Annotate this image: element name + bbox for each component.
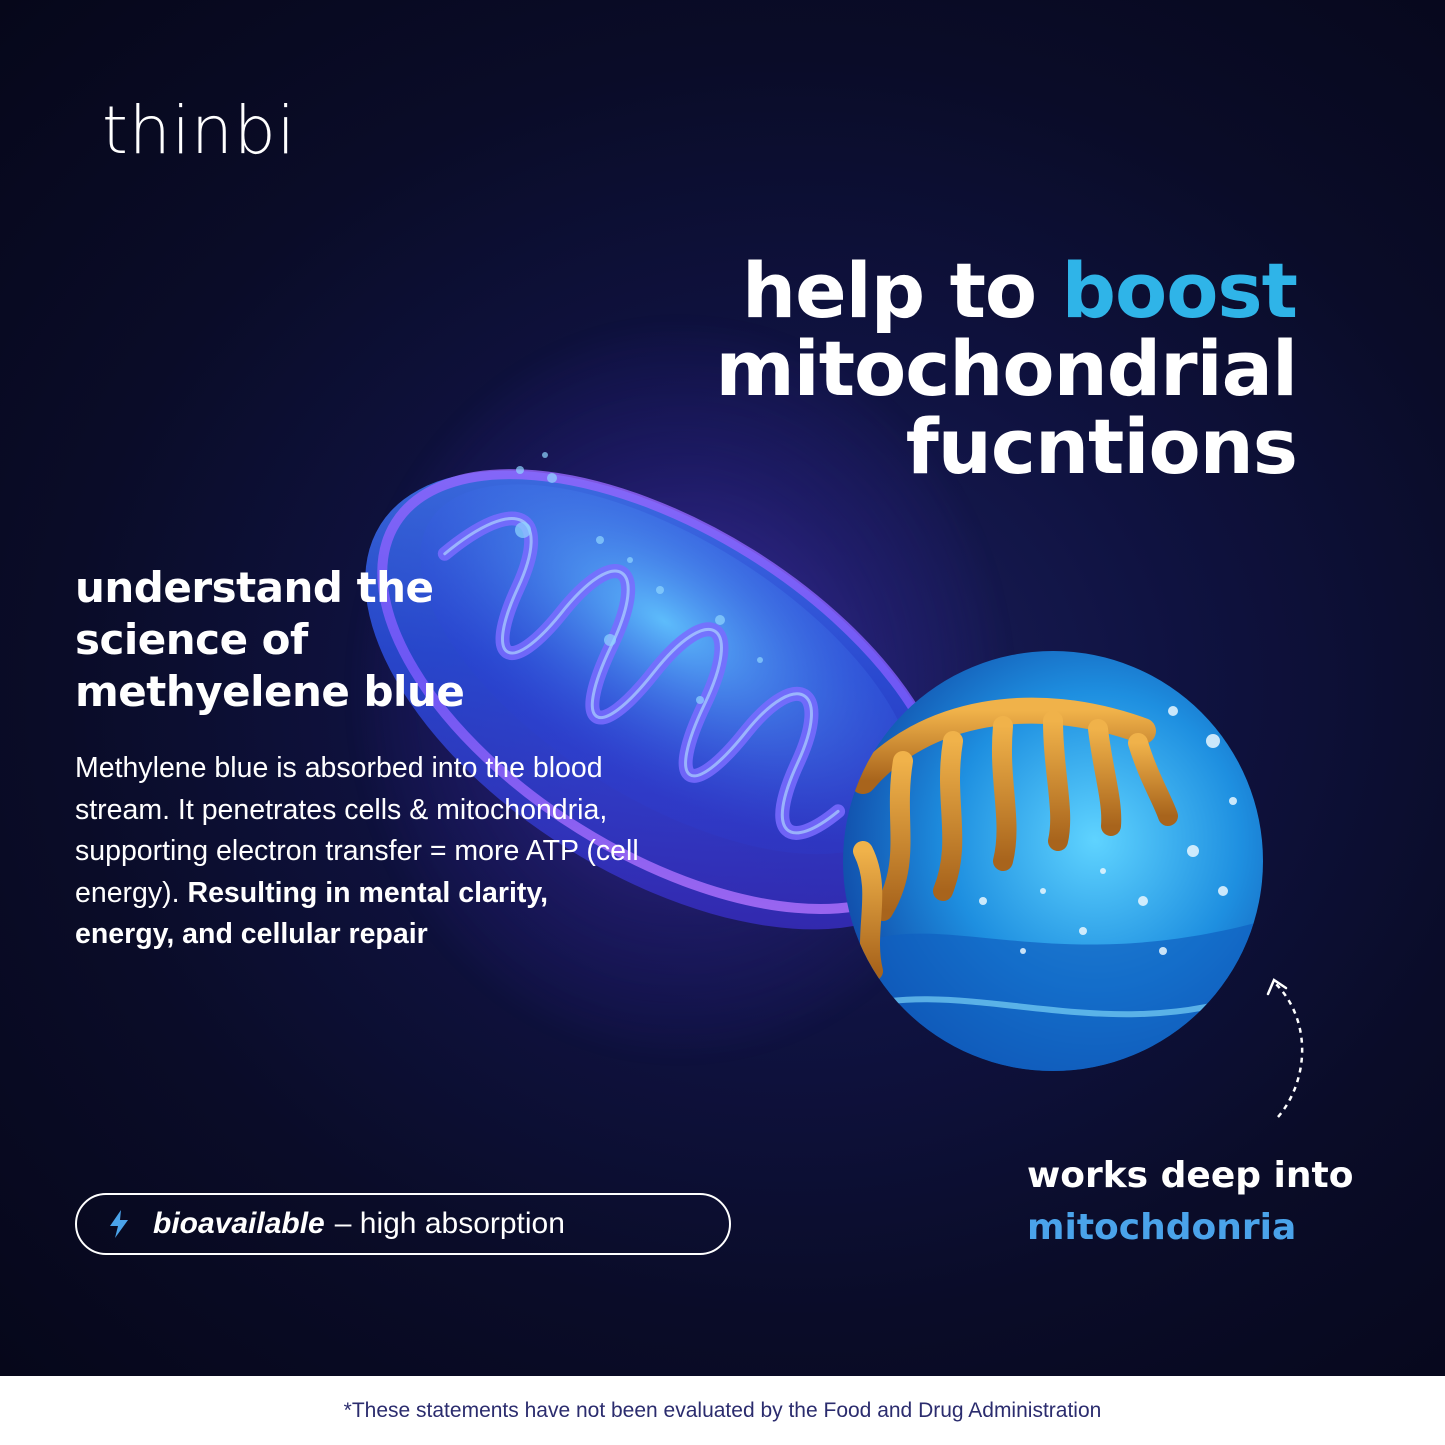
callout-line-1: works deep into — [1027, 1155, 1354, 1196]
subhead-line-2: science of — [75, 615, 308, 664]
headline-prefix: help to — [742, 246, 1062, 335]
callout-text: works deep into mitochdonria — [1027, 1150, 1353, 1254]
hero-panel: thinbi help to boost mitochondrial fucnt… — [0, 0, 1445, 1376]
lightning-icon — [110, 1210, 128, 1238]
mitochondria-closeup-image — [843, 651, 1263, 1071]
subhead-line-1: understand the — [75, 563, 434, 612]
body-text: Methylene blue is absorbed into the bloo… — [75, 752, 639, 909]
disclaimer-footer: *These statements have not been evaluate… — [0, 1376, 1445, 1445]
bioavailable-pill: bioavailable – high absorption — [75, 1193, 731, 1255]
headline-accent: boost — [1061, 246, 1298, 335]
brand-logo: thinbi — [102, 92, 297, 169]
section-heading: understand the science of methyelene blu… — [75, 562, 535, 718]
headline-line-1: help to boost — [597, 252, 1298, 330]
headline-line-3: fucntions — [905, 402, 1298, 491]
body-bold-text: Resulting in mental clarity, energy, and… — [75, 876, 549, 951]
disclaimer-text: *These statements have not been evaluate… — [343, 1398, 1102, 1422]
callout-line-2: mitochdonria — [1027, 1207, 1297, 1248]
pill-description: – high absorption — [334, 1207, 565, 1240]
bubble-dots — [515, 452, 763, 704]
subhead-line-3: methyelene blue — [75, 667, 465, 716]
body-paragraph: Methylene blue is absorbed into the bloo… — [75, 748, 655, 956]
headline-line-2: mitochondrial — [715, 324, 1298, 413]
page-headline: help to boost mitochondrial fucntions — [597, 252, 1298, 491]
dashed-arrow-icon — [1266, 978, 1304, 1118]
pill-term: bioavailable — [153, 1207, 325, 1240]
